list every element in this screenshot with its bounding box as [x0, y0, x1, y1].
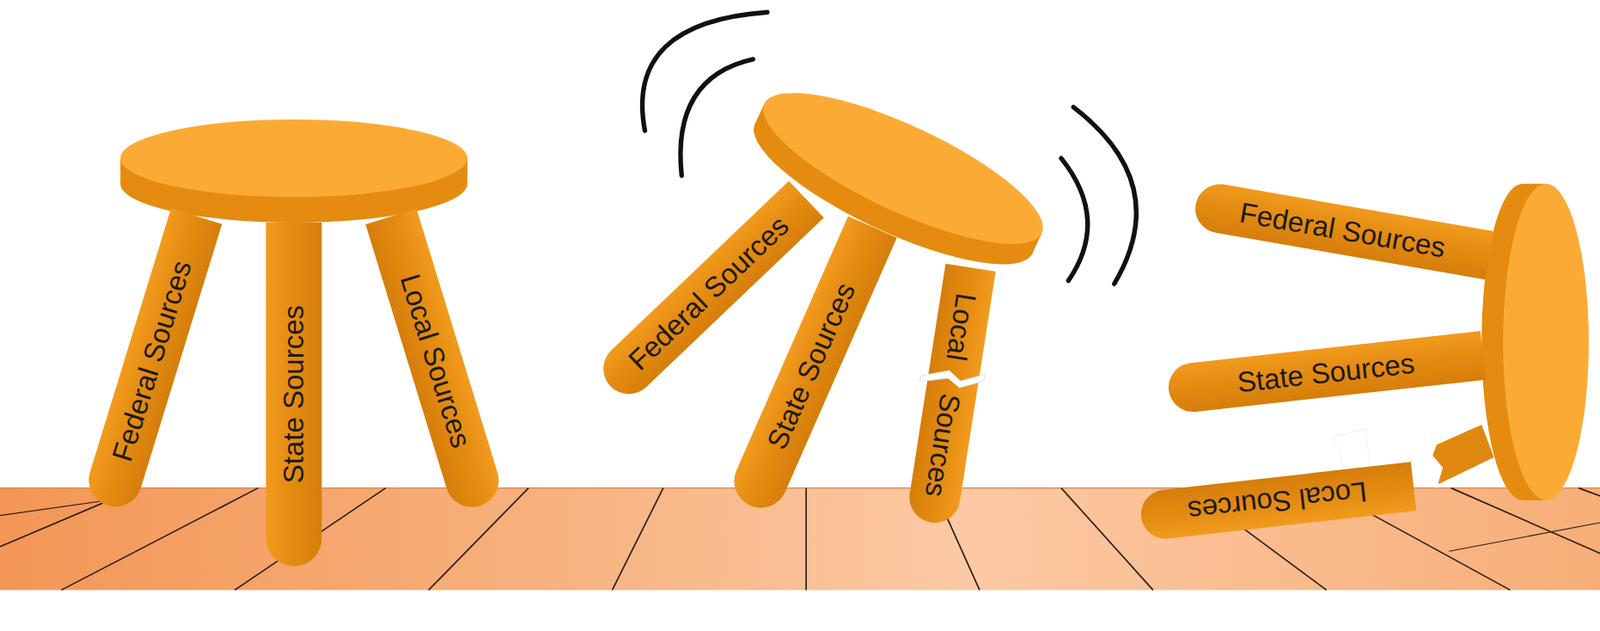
leg-label: State Sources — [762, 278, 861, 453]
stool-leg: Federal Sources — [81, 208, 221, 513]
stool-leg: Local Sources — [905, 263, 996, 527]
leg-label: Local Sources — [920, 291, 980, 499]
stool-leg: Local Sources — [365, 208, 505, 513]
leg-label: Federal Sources — [1238, 197, 1448, 262]
stool-seat — [1481, 183, 1589, 501]
leg-label: Federal Sources — [107, 256, 196, 465]
stool-seat — [736, 64, 1060, 293]
stool-leg: Federal Sources — [1191, 179, 1495, 280]
leg-label: State Sources — [280, 305, 309, 483]
stool-leg: State Sources — [265, 222, 322, 567]
leg-label: State Sources — [1235, 348, 1417, 397]
stool-seat — [120, 119, 468, 223]
leg-label: Federal Sources — [622, 210, 794, 375]
stool-leg: State Sources — [1166, 330, 1486, 415]
leg-label: Local Sources — [1185, 476, 1368, 526]
leg-label: Local Sources — [395, 270, 476, 452]
